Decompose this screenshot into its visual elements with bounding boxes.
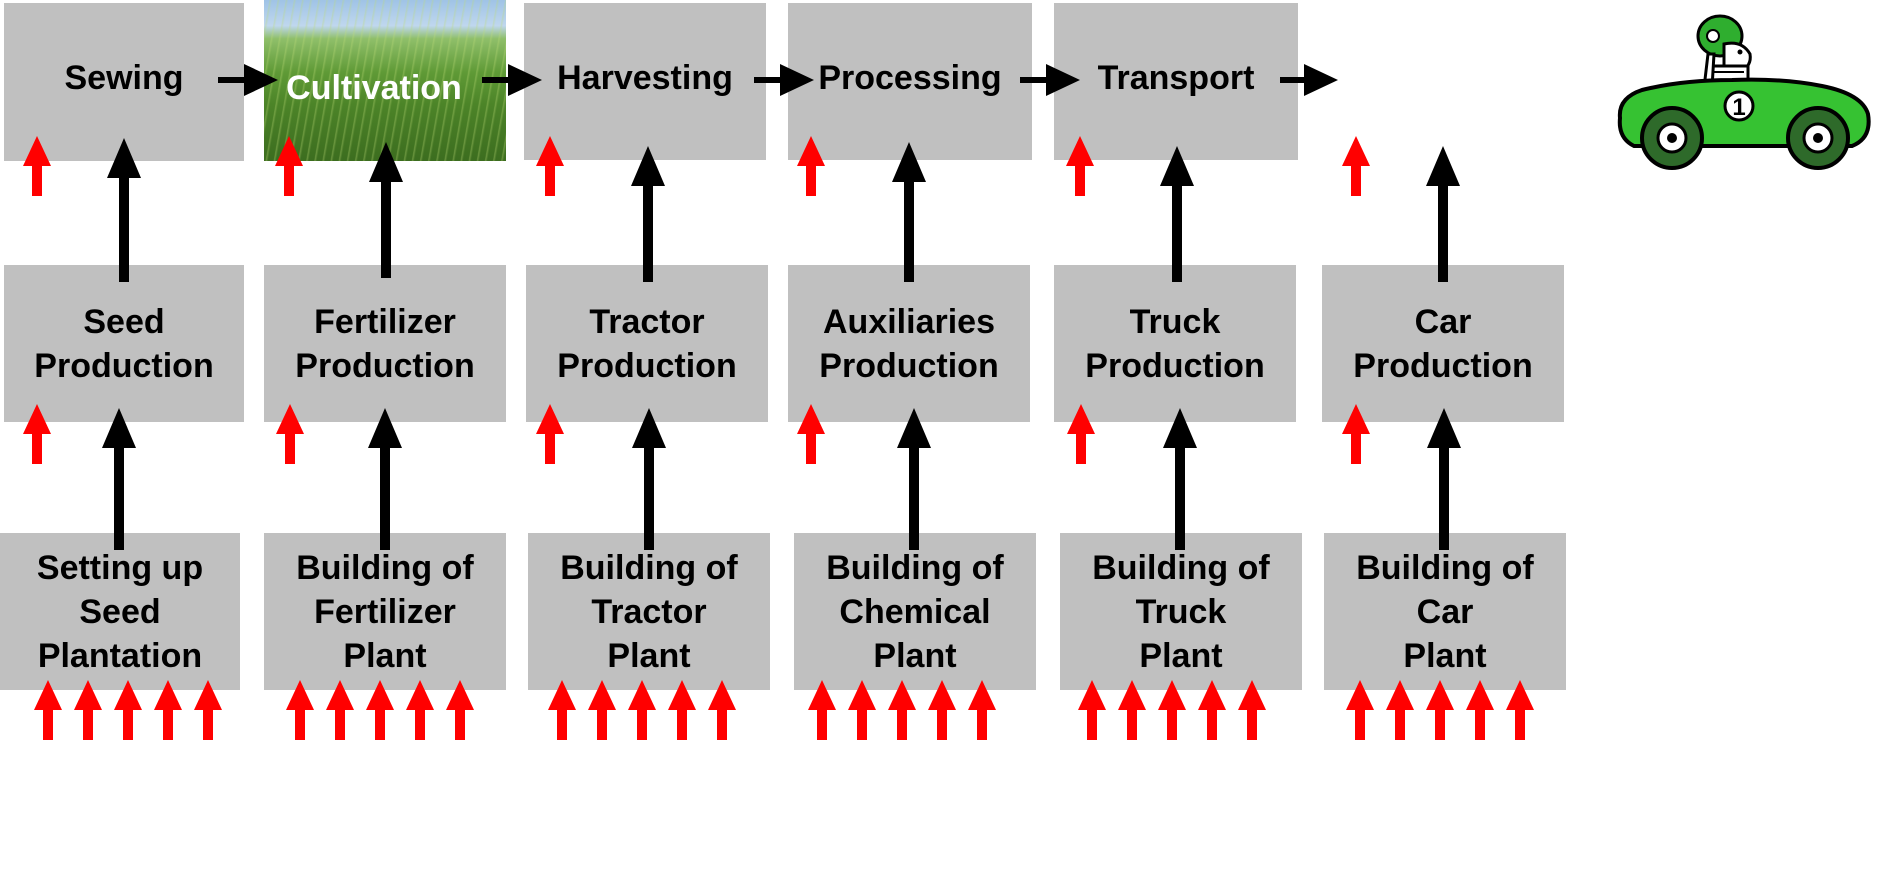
building-car-box: Building of Car Plant	[1324, 533, 1566, 690]
building-chemical-label: Building of Chemical Plant	[826, 548, 1004, 675]
production-car-box: Car Production	[1322, 265, 1564, 422]
building-truck-box: Building of Truck Plant	[1060, 533, 1302, 690]
production-tractor-label: Tractor Production	[557, 302, 737, 385]
stage-cultivation-box: Cultivation	[264, 0, 506, 161]
stage-harvesting-box: Harvesting	[524, 3, 766, 160]
production-seed-label: Seed Production	[34, 302, 214, 385]
production-auxiliaries-box: Auxiliaries Production	[788, 265, 1030, 422]
up-arrow-icon	[1426, 146, 1460, 282]
stage-transport-label: Transport	[1097, 58, 1255, 97]
race-car-icon: 1	[1617, 14, 1871, 170]
red-input-arrow-icon	[1342, 136, 1370, 196]
production-tractor-box: Tractor Production	[526, 265, 768, 422]
up-arrow-icon	[1160, 146, 1194, 282]
up-arrow-icon	[632, 408, 666, 550]
up-arrow-icon	[368, 408, 402, 550]
up-arrow-icon	[892, 142, 926, 282]
building-seed-label: Setting up Seed Plantation	[36, 548, 204, 675]
up-arrow-icon	[102, 408, 136, 550]
building-tractor-box: Building of Tractor Plant	[528, 533, 770, 690]
production-truck-box: Truck Production	[1054, 265, 1296, 422]
up-arrow-icon	[897, 408, 931, 550]
building-car-label: Building of Car Plant	[1356, 548, 1534, 675]
up-arrow-icon	[369, 142, 403, 278]
building-seed-box: Setting up Seed Plantation	[0, 533, 240, 690]
production-seed-box: Seed Production	[4, 265, 244, 422]
stage-sewing-label: Sewing	[64, 59, 184, 97]
building-tractor-label: Building of Tractor Plant	[560, 548, 738, 675]
stage-sewing-box: Sewing	[4, 3, 244, 161]
up-arrow-icon	[1427, 408, 1461, 550]
building-chemical-box: Building of Chemical Plant	[794, 533, 1036, 690]
production-car-label: Car Production	[1353, 302, 1533, 385]
production-auxiliaries-label: Auxiliaries Production	[819, 302, 999, 385]
production-fertilizer-label: Fertilizer Production	[295, 302, 475, 385]
stage-harvesting-label: Harvesting	[557, 58, 733, 97]
stage-cultivation-label: Cultivation	[286, 69, 462, 107]
production-truck-label: Truck Production	[1085, 302, 1265, 385]
building-truck-label: Building of Truck Plant	[1092, 548, 1270, 675]
up-arrow-icon	[631, 146, 665, 282]
up-arrow-icon	[1163, 408, 1197, 550]
building-fertilizer-box: Building of Fertilizer Plant	[264, 533, 506, 690]
stage-transport-box: Transport	[1054, 3, 1298, 160]
production-fertilizer-box: Fertilizer Production	[264, 265, 506, 422]
building-fertilizer-label: Building of Fertilizer Plant	[296, 548, 474, 675]
car-number-text: 1	[1732, 94, 1745, 121]
stage-processing-label: Processing	[818, 58, 1002, 97]
stage-processing-box: Processing	[788, 3, 1032, 160]
